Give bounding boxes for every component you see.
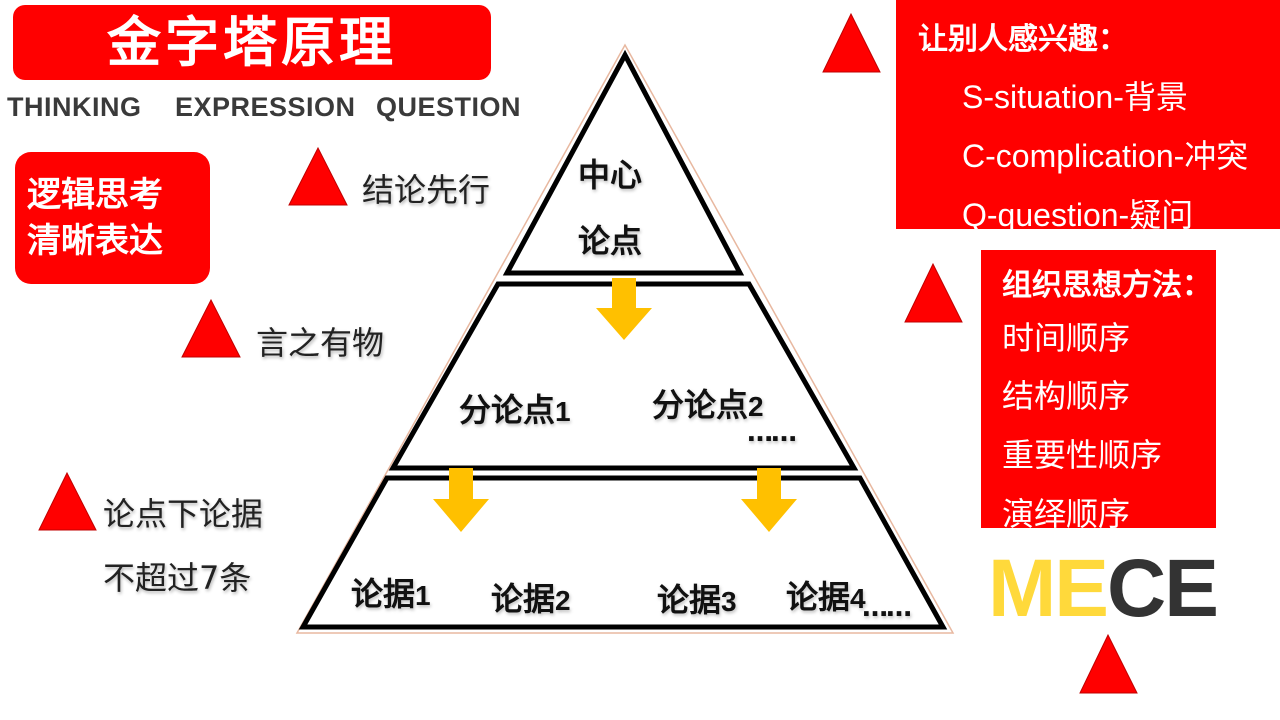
- red-triangle-icon: [288, 146, 348, 206]
- evidence-2: 论据2: [491, 580, 571, 618]
- scq-item-question: Q-question-疑问: [962, 197, 1194, 233]
- organize-item-deduction: 演绎顺序: [1002, 495, 1131, 533]
- logic-box-line1: 逻辑思考: [27, 175, 163, 215]
- mece-part2: CE: [1107, 543, 1219, 634]
- organize-item-structure: 结构顺序: [1002, 377, 1131, 415]
- label-substance: 言之有物: [256, 324, 385, 362]
- page-title: 金字塔原理: [13, 5, 491, 80]
- organize-box: [981, 250, 1216, 528]
- sub-point-ellipsis: ……: [747, 418, 797, 448]
- pyramid-tier-top: [502, 49, 745, 276]
- subhead-thinking: THINKING: [7, 92, 142, 122]
- red-triangle-icon: [1079, 633, 1138, 694]
- pyramid-top-line2: 论点: [578, 222, 643, 260]
- evidence-ellipsis: ……: [862, 593, 912, 623]
- label-evidence-limit-2: 不超过7条: [103, 559, 252, 597]
- pyramid-top-line1: 中心: [578, 156, 643, 194]
- down-arrow-icon: [741, 468, 797, 532]
- logic-box-line2: 清晰表达: [27, 221, 163, 261]
- subhead-expression: EXPRESSION: [175, 92, 356, 122]
- red-triangle-icon: [181, 298, 241, 358]
- red-triangle-icon: [38, 471, 97, 531]
- sub-point-2: 分论点2: [652, 386, 764, 424]
- evidence-1: 论据1: [351, 575, 431, 613]
- label-conclusion-first: 结论先行: [362, 171, 491, 209]
- mece-part1: ME: [988, 543, 1109, 634]
- organize-item-time: 时间顺序: [1002, 319, 1131, 357]
- down-arrow-icon: [433, 468, 489, 532]
- scq-heading: 让别人感兴趣：: [918, 22, 1128, 57]
- subhead-question: QUESTION: [376, 92, 522, 122]
- red-triangle-icon: [904, 262, 963, 323]
- scq-item-situation: S-situation-背景: [962, 79, 1188, 115]
- scq-box: [896, 0, 1280, 229]
- scq-item-complication: C-complication-冲突: [962, 138, 1249, 174]
- evidence-3: 论据3: [657, 581, 737, 619]
- label-evidence-limit-1: 论点下论据: [103, 495, 264, 533]
- sub-point-1: 分论点1: [459, 391, 571, 429]
- pyramid-outline: [295, 43, 955, 634]
- evidence-4: 论据4: [786, 578, 866, 616]
- mece-logo: MECE: [988, 542, 1219, 636]
- organize-item-importance: 重要性顺序: [1002, 436, 1163, 474]
- organize-heading: 组织思想方法：: [1002, 268, 1212, 303]
- logic-box: 逻辑思考 清晰表达: [15, 152, 210, 284]
- pyramid-tier-middle: [388, 281, 859, 471]
- red-triangle-icon: [822, 12, 881, 73]
- down-arrow-icon: [596, 278, 652, 340]
